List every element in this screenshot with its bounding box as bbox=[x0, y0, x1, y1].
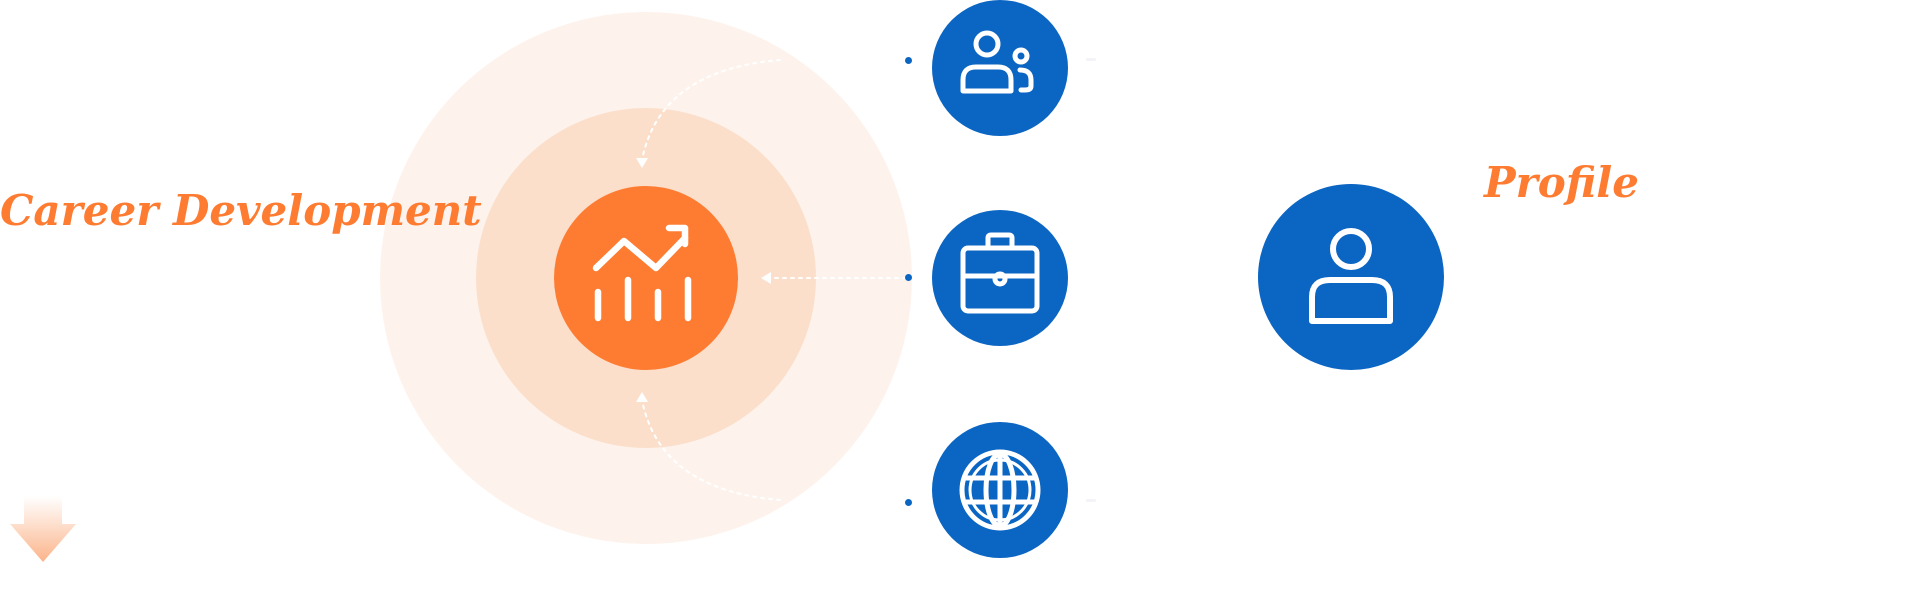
arrowhead-bottom bbox=[636, 392, 648, 402]
connector-dot bbox=[905, 274, 912, 281]
left-title: Career Development bbox=[0, 186, 482, 235]
down-arrow-icon bbox=[10, 496, 76, 562]
briefcase-icon bbox=[932, 210, 1068, 346]
arrowhead-top bbox=[636, 158, 648, 168]
people-icon bbox=[932, 0, 1068, 136]
arrowhead-middle bbox=[761, 272, 771, 284]
globe-icon bbox=[932, 422, 1068, 558]
growth-chart-icon bbox=[554, 186, 738, 370]
connector-bottom bbox=[641, 399, 781, 501]
faint-marker bbox=[1086, 499, 1096, 502]
connector-top bbox=[641, 59, 781, 161]
connector-dot bbox=[905, 499, 912, 506]
right-title: Profile bbox=[1484, 158, 1639, 207]
faint-marker bbox=[1086, 58, 1096, 61]
user-icon bbox=[1258, 184, 1444, 370]
connector-dot bbox=[905, 57, 912, 64]
